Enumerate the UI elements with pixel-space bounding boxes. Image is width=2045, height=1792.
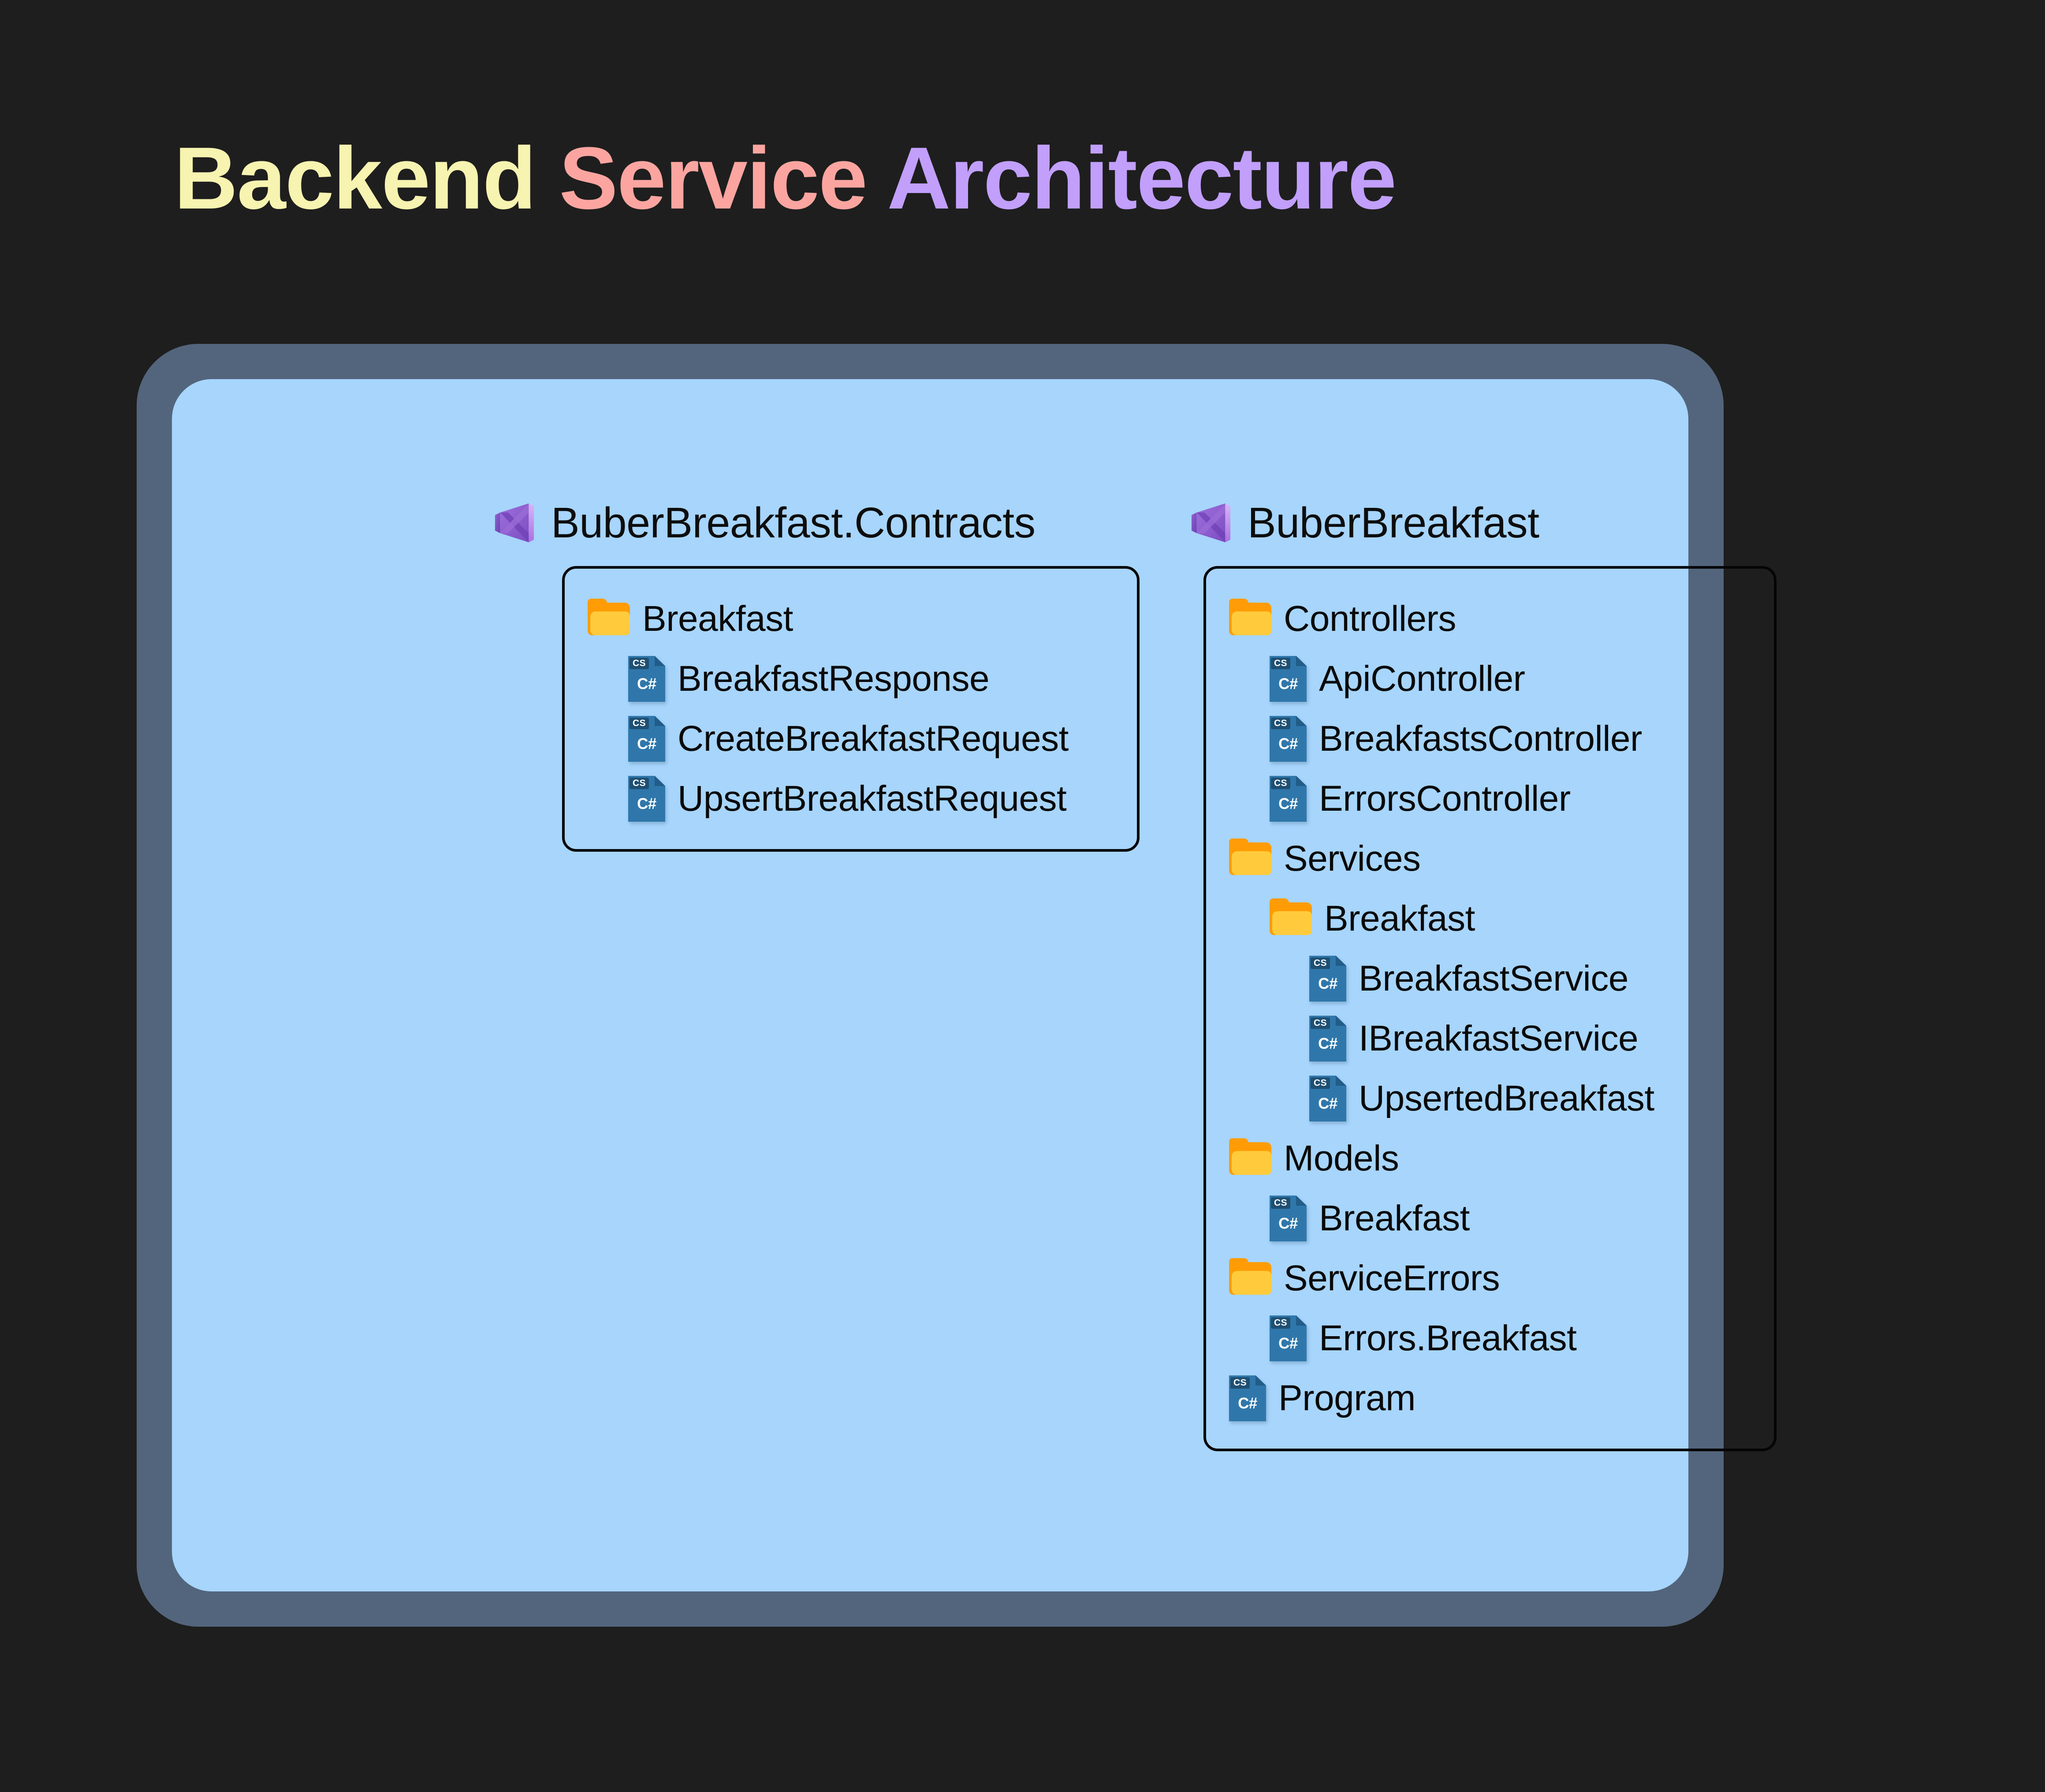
folder-icon bbox=[1229, 838, 1271, 877]
tree-node-label: ErrorsController bbox=[1319, 779, 1571, 819]
tree-node-label: UpsertBreakfastRequest bbox=[678, 779, 1067, 819]
tree-node-label: Program bbox=[1278, 1378, 1415, 1418]
tree-node-label: Models bbox=[1284, 1138, 1399, 1178]
tree-node-label: Breakfast bbox=[642, 599, 793, 639]
folder-icon bbox=[1270, 898, 1312, 937]
tree-folder-row[interactable]: Breakfast bbox=[1229, 889, 1747, 949]
folder-icon bbox=[588, 599, 630, 637]
tree-file-row[interactable]: CS C# UpsertedBreakfast bbox=[1229, 1069, 1747, 1129]
tree-node-label: BreakfastService bbox=[1359, 958, 1628, 998]
project-columns: BuberBreakfast.Contracts Breakfast CS C#… bbox=[172, 379, 1777, 1591]
title-word-service: Service bbox=[559, 129, 868, 227]
project-header: BuberBreakfast.Contracts bbox=[494, 498, 1140, 548]
tree-file-row[interactable]: CS C# Errors.Breakfast bbox=[1229, 1308, 1747, 1368]
title-word-architecture: Architecture bbox=[887, 129, 1397, 227]
csharp-file-icon: CS C# bbox=[1270, 716, 1307, 762]
tree-folder-row[interactable]: Services bbox=[1229, 829, 1747, 889]
tree-node-label: Breakfast bbox=[1324, 898, 1475, 939]
tree-file-row[interactable]: CS C# BreakfastResponse bbox=[588, 649, 1110, 709]
solution-card-frame: BuberBreakfast.Contracts Breakfast CS C#… bbox=[137, 344, 1777, 1627]
project-tree-panel: Breakfast CS C# BreakfastResponse CS C# … bbox=[562, 566, 1140, 852]
tree-file-row[interactable]: CS C# BreakfastService bbox=[1229, 949, 1747, 1009]
visual-studio-icon bbox=[1190, 502, 1232, 544]
folder-icon bbox=[1229, 1138, 1271, 1177]
page-title: Backend Service Architecture bbox=[174, 129, 1397, 227]
tree-node-label: ApiController bbox=[1319, 659, 1525, 699]
tree-node-label: IBreakfastService bbox=[1359, 1018, 1639, 1058]
folder-icon bbox=[1229, 599, 1271, 637]
tree-node-label: CreateBreakfastRequest bbox=[678, 719, 1069, 759]
tree-file-row[interactable]: CS C# IBreakfastService bbox=[1229, 1009, 1747, 1069]
solution-card-body: BuberBreakfast.Contracts Breakfast CS C#… bbox=[172, 379, 1777, 1591]
tree-file-row[interactable]: CS C# Program bbox=[1229, 1368, 1747, 1428]
csharp-file-icon: CS C# bbox=[1270, 1315, 1307, 1361]
tree-folder-row[interactable]: ServiceErrors bbox=[1229, 1248, 1747, 1308]
csharp-file-icon: CS C# bbox=[1270, 776, 1307, 822]
project-contracts: BuberBreakfast.Contracts Breakfast CS C#… bbox=[494, 498, 1140, 852]
tree-node-label: UpsertedBreakfast bbox=[1359, 1078, 1654, 1118]
tree-node-label: Breakfast bbox=[1319, 1198, 1470, 1238]
tree-folder-row[interactable]: Models bbox=[1229, 1129, 1747, 1188]
project-name: BuberBreakfast bbox=[1248, 499, 1539, 547]
folder-icon bbox=[1229, 1258, 1271, 1296]
tree-node-label: BreakfastResponse bbox=[678, 659, 990, 699]
csharp-file-icon: CS C# bbox=[628, 716, 665, 762]
project-name: BuberBreakfast.Contracts bbox=[551, 499, 1036, 547]
tree-file-row[interactable]: CS C# BreakfastsController bbox=[1229, 709, 1747, 769]
project-api: BuberBreakfast Controllers CS C# ApiCont… bbox=[1190, 498, 1777, 1451]
tree-file-row[interactable]: CS C# ApiController bbox=[1229, 649, 1747, 709]
csharp-file-icon: CS C# bbox=[628, 656, 665, 702]
csharp-file-icon: CS C# bbox=[1270, 656, 1307, 702]
project-header: BuberBreakfast bbox=[1190, 498, 1777, 548]
csharp-file-icon: CS C# bbox=[1229, 1375, 1266, 1421]
csharp-file-icon: CS C# bbox=[1309, 1076, 1346, 1121]
tree-node-label: Services bbox=[1284, 838, 1421, 879]
tree-file-row[interactable]: CS C# UpsertBreakfastRequest bbox=[588, 769, 1110, 829]
csharp-file-icon: CS C# bbox=[628, 776, 665, 822]
tree-folder-row[interactable]: Controllers bbox=[1229, 589, 1747, 649]
tree-node-label: Controllers bbox=[1284, 599, 1456, 639]
tree-node-label: ServiceErrors bbox=[1284, 1258, 1500, 1298]
csharp-file-icon: CS C# bbox=[1309, 1016, 1346, 1062]
project-tree-panel: Controllers CS C# ApiController CS C# Br… bbox=[1203, 566, 1777, 1451]
title-word-backend: Backend bbox=[174, 129, 536, 227]
tree-node-label: BreakfastsController bbox=[1319, 719, 1642, 759]
visual-studio-icon bbox=[494, 502, 535, 544]
csharp-file-icon: CS C# bbox=[1270, 1196, 1307, 1241]
tree-node-label: Errors.Breakfast bbox=[1319, 1318, 1577, 1358]
tree-file-row[interactable]: CS C# Breakfast bbox=[1229, 1188, 1747, 1248]
tree-folder-row[interactable]: Breakfast bbox=[588, 589, 1110, 649]
tree-file-row[interactable]: CS C# ErrorsController bbox=[1229, 769, 1747, 829]
csharp-file-icon: CS C# bbox=[1309, 956, 1346, 1002]
tree-file-row[interactable]: CS C# CreateBreakfastRequest bbox=[588, 709, 1110, 769]
